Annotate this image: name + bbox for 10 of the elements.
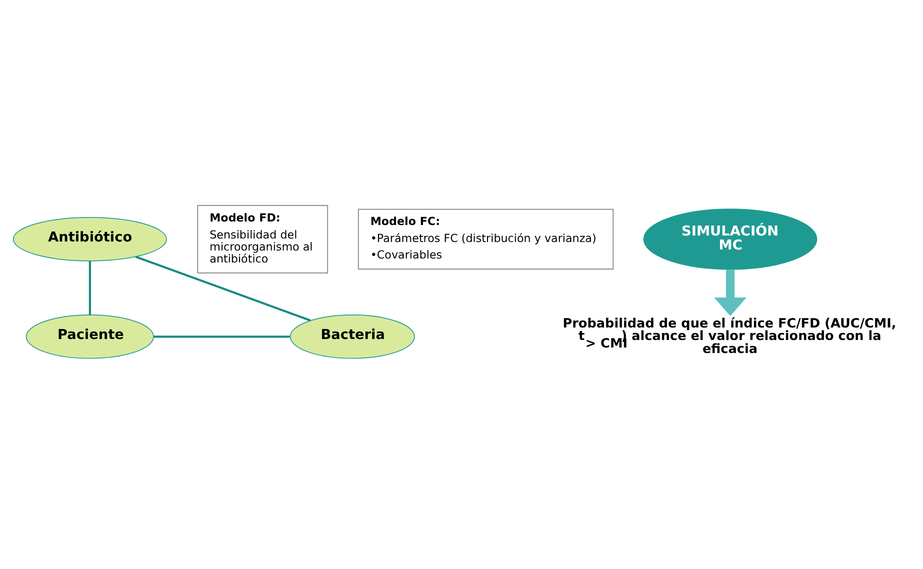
node-box: Modelo FD: Sensibilidad del microorganismo al antibiótico — [197, 205, 328, 274]
node-ellipse: Paciente — [26, 314, 154, 359]
connector — [88, 261, 92, 315]
node-ellipse: Antibiótico — [12, 217, 167, 262]
connector — [135, 256, 311, 322]
connector — [154, 336, 290, 338]
node-box: Modelo FC: •Parámetros FC (distribución y varianza) •Covariables — [358, 208, 614, 270]
node-ellipse: SIMULACIÓN MC — [643, 208, 818, 270]
arrow — [714, 270, 746, 316]
node-ellipse: Bacteria — [290, 314, 415, 359]
